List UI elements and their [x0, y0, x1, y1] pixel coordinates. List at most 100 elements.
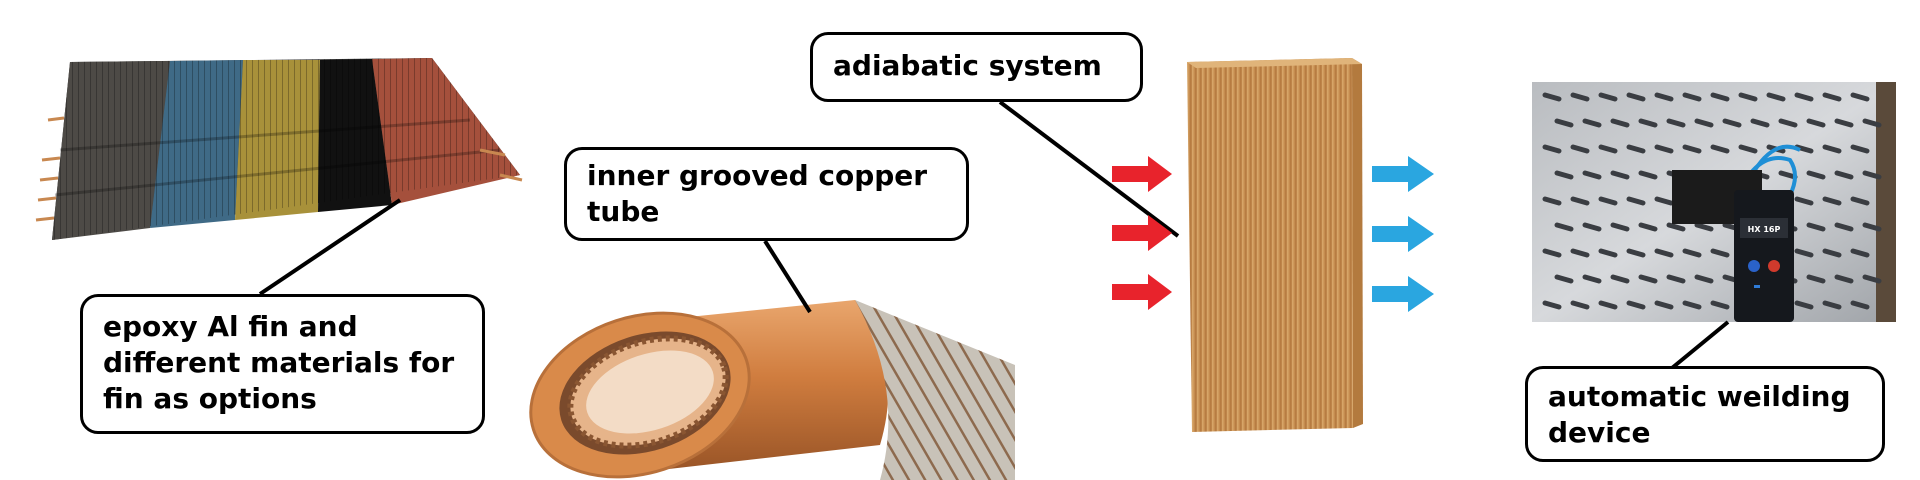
- tube-stud: [1654, 248, 1674, 258]
- tube-stud: [1710, 92, 1730, 102]
- tube-stud: [1666, 274, 1686, 284]
- tube-stud: [1682, 144, 1702, 154]
- callout-epoxy-line-1: epoxy Al fin and: [103, 310, 358, 343]
- tube-stud: [1610, 274, 1630, 284]
- tube-stud: [1822, 144, 1842, 154]
- callout-copper-tube: inner grooved copper tube: [564, 147, 969, 241]
- adiabatic-leader-line: [998, 100, 1180, 238]
- tube-stud: [1834, 222, 1854, 232]
- tube-stud: [1862, 274, 1882, 284]
- tube-stud: [1766, 92, 1786, 102]
- tube-stud: [1666, 118, 1686, 128]
- tube-stud: [1682, 248, 1702, 258]
- tube-stud: [1654, 144, 1674, 154]
- tube-stud: [1666, 222, 1686, 232]
- copper-tube-image: [529, 300, 1015, 480]
- tube-stud: [1778, 118, 1798, 128]
- tube-stud: [1806, 118, 1826, 128]
- tube-stud: [1554, 118, 1574, 128]
- epoxy-fin-leader-line: [258, 198, 402, 296]
- arrow-in-icon: [1112, 274, 1172, 310]
- tube-stud: [1542, 300, 1562, 310]
- tube-stud: [1570, 248, 1590, 258]
- tube-stud: [1862, 118, 1882, 128]
- tube-stud: [1582, 170, 1602, 180]
- callout-adiabatic-system: adiabatic system: [810, 32, 1143, 102]
- tube-stud: [1710, 144, 1730, 154]
- tube-stud: [1682, 92, 1702, 102]
- tube-stud: [1806, 222, 1826, 232]
- tube-stud: [1626, 144, 1646, 154]
- tube-stud: [1638, 170, 1658, 180]
- tube-stud: [1794, 196, 1814, 206]
- callout-copper-line-1: inner grooved copper: [587, 159, 928, 192]
- tube-stud: [1862, 170, 1882, 180]
- tube-stud: [1694, 118, 1714, 128]
- tube-stud: [1598, 144, 1618, 154]
- tube-stud: [1626, 92, 1646, 102]
- tube-stud: [1598, 196, 1618, 206]
- tube-stud: [1570, 300, 1590, 310]
- tube-stud: [1638, 222, 1658, 232]
- callout-epoxy-line-2: different materials for: [103, 346, 455, 379]
- callout-adiabatic-line-1: adiabatic system: [833, 49, 1102, 82]
- tube-stud: [1654, 196, 1674, 206]
- tube-stud: [1626, 300, 1646, 310]
- tube-stud: [1626, 248, 1646, 258]
- tube-stud: [1834, 170, 1854, 180]
- tube-stud: [1682, 300, 1702, 310]
- airflow-in-arrows: [1112, 156, 1172, 310]
- welding-leader-line: [1670, 320, 1730, 370]
- tube-stud: [1582, 118, 1602, 128]
- tube-stud: [1710, 248, 1730, 258]
- tube-stud: [1610, 222, 1630, 232]
- tube-stud: [1570, 92, 1590, 102]
- tube-stud: [1638, 274, 1658, 284]
- callout-welding-line-1: automatic weilding: [1548, 380, 1851, 413]
- tube-stud: [1738, 144, 1758, 154]
- arrow-out-icon: [1372, 156, 1434, 192]
- tube-stud: [1570, 196, 1590, 206]
- red-button-icon: [1768, 260, 1780, 272]
- airflow-out-arrows: [1372, 156, 1434, 312]
- tube-stud: [1598, 92, 1618, 102]
- tube-stud: [1850, 92, 1870, 102]
- tube-stud: [1822, 248, 1842, 258]
- tube-stud: [1862, 222, 1882, 232]
- arrow-out-icon: [1372, 276, 1434, 312]
- tube-stud: [1834, 274, 1854, 284]
- tube-stud: [1850, 300, 1870, 310]
- tube-stud: [1850, 196, 1870, 206]
- tube-stud: [1822, 92, 1842, 102]
- tube-stud: [1850, 248, 1870, 258]
- device-model-label: HX 16P: [1748, 225, 1781, 234]
- tube-stud: [1598, 248, 1618, 258]
- tube-stud: [1582, 222, 1602, 232]
- callout-epoxy-fin: epoxy Al fin and different materials for…: [80, 294, 485, 434]
- tube-stud: [1582, 274, 1602, 284]
- blue-button-icon: [1748, 260, 1760, 272]
- tube-stud: [1806, 170, 1826, 180]
- arrow-out-icon: [1372, 216, 1434, 252]
- tube-stud: [1610, 170, 1630, 180]
- tube-stud: [1542, 92, 1562, 102]
- tube-stud: [1794, 248, 1814, 258]
- tube-stud: [1610, 118, 1630, 128]
- tube-stud: [1570, 144, 1590, 154]
- tube-stud: [1834, 118, 1854, 128]
- welding-device-image: HX 16P: [1532, 82, 1896, 322]
- tube-stud: [1850, 144, 1870, 154]
- arrow-in-icon: [1112, 156, 1172, 192]
- tube-stud: [1778, 170, 1798, 180]
- tube-stud: [1542, 144, 1562, 154]
- tube-stud: [1638, 118, 1658, 128]
- tube-stud: [1554, 170, 1574, 180]
- adiabatic-pad-image: [1187, 58, 1363, 432]
- tube-stud: [1626, 196, 1646, 206]
- copper-tube-leader-line: [763, 239, 812, 314]
- tube-stud: [1554, 222, 1574, 232]
- tube-stud: [1722, 118, 1742, 128]
- callout-welding-line-2: device: [1548, 416, 1651, 449]
- callout-welding-device: automatic weilding device: [1525, 366, 1885, 462]
